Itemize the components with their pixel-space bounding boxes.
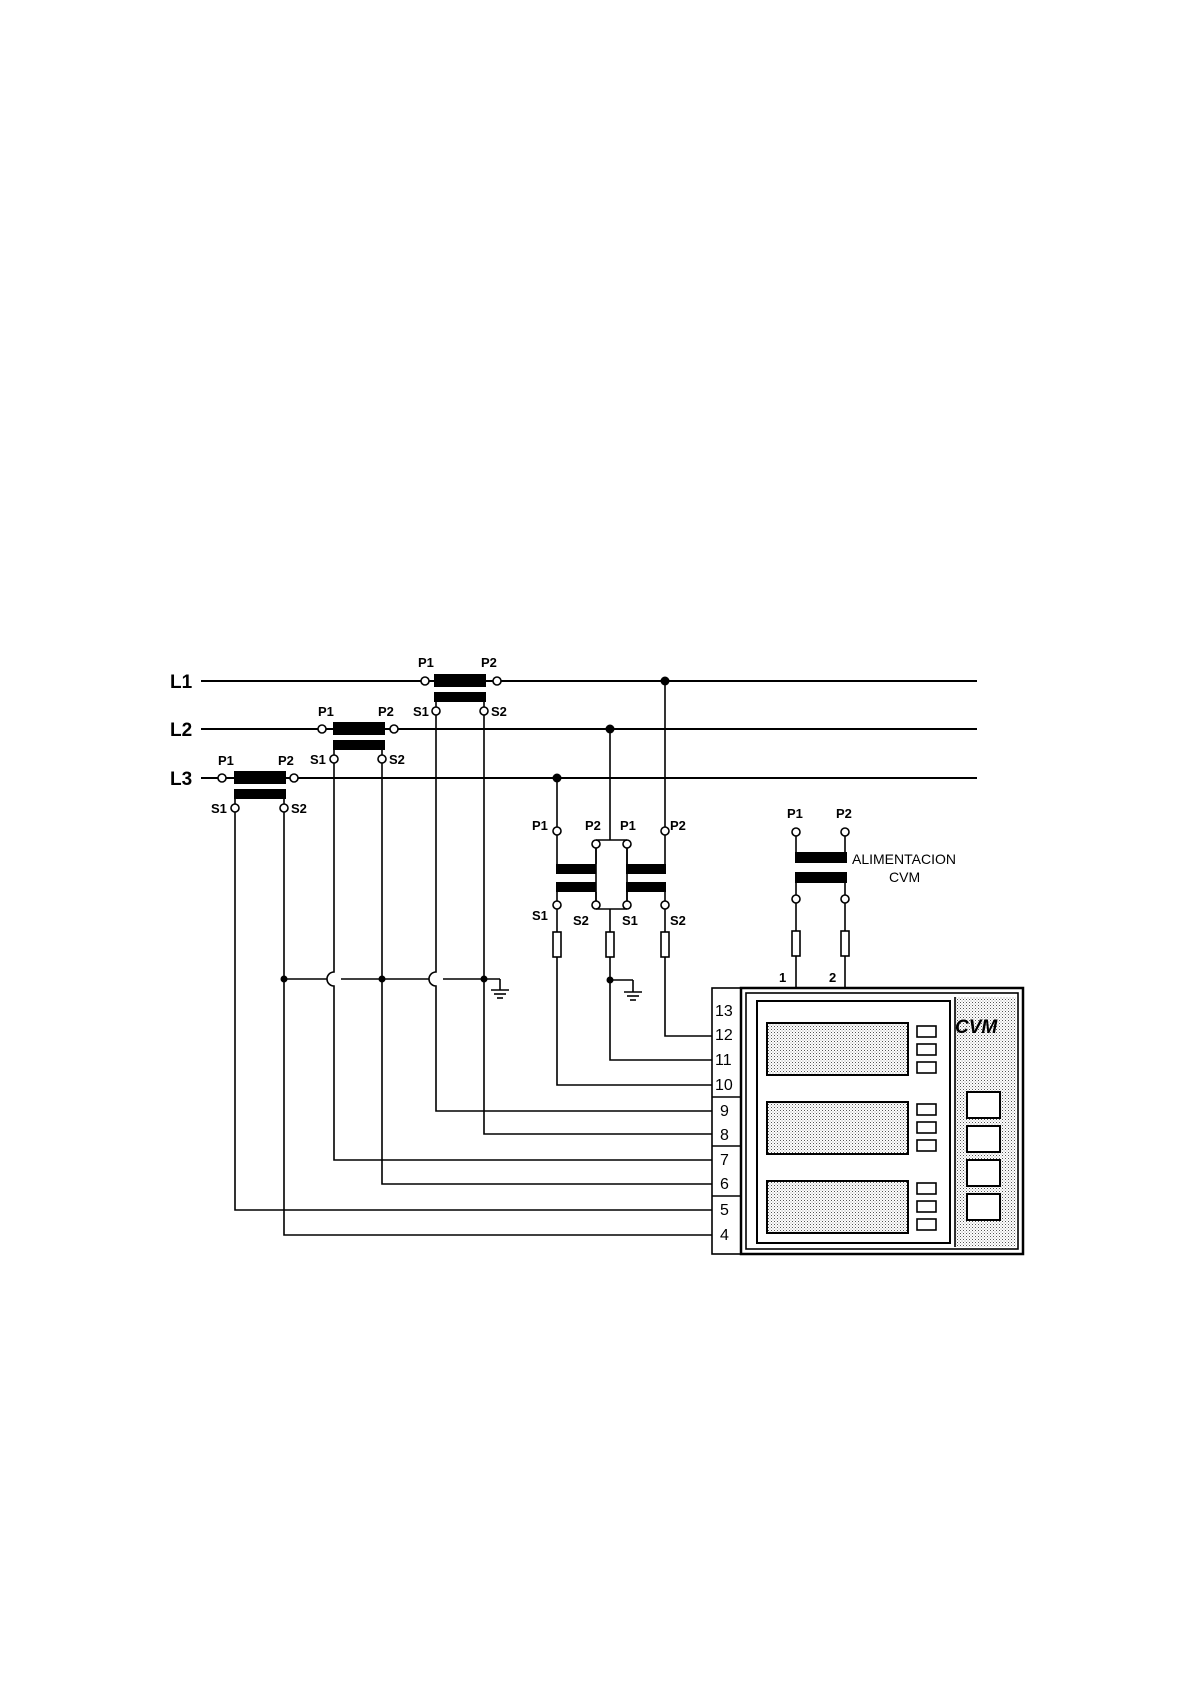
terminal-s1 (432, 707, 440, 715)
cvm-device: CVM (741, 988, 1023, 1254)
keypad-button-1 (967, 1092, 1000, 1118)
label-p2: P2 (481, 655, 497, 670)
supply-terminal-2: 2 (829, 970, 836, 985)
supply-label-line1: ALIMENTACION (852, 851, 956, 867)
terminal-8: 8 (720, 1127, 729, 1144)
terminal-s1 (792, 895, 800, 903)
label-s1: S1 (310, 752, 326, 767)
terminal-p2 (841, 828, 849, 836)
current-transformer-l2: P1 P2 S1 S2 (310, 704, 405, 767)
label-p2: P2 (836, 806, 852, 821)
keypad-button-2 (967, 1126, 1000, 1152)
ground-icon (624, 992, 642, 1000)
keypad-button-3 (967, 1160, 1000, 1186)
terminal-p1 (318, 725, 326, 733)
terminal-p2 (661, 827, 669, 835)
label-s1: S1 (413, 704, 429, 719)
label-s1: S1 (622, 913, 638, 928)
supply-label-line2: CVM (889, 869, 920, 885)
terminal-s2 (378, 755, 386, 763)
label-s2: S2 (291, 801, 307, 816)
label-s1: S1 (211, 801, 227, 816)
current-transformer-l1: P1 P2 S1 S2 (413, 655, 507, 719)
terminal-4: 4 (720, 1227, 729, 1244)
terminal-10: 10 (715, 1077, 733, 1094)
display-3 (767, 1181, 908, 1233)
terminal-13: 13 (715, 1003, 733, 1020)
terminal-p1 (421, 677, 429, 685)
label-p1: P1 (532, 818, 548, 833)
terminal-p1 (623, 840, 631, 848)
label-p2: P2 (378, 704, 394, 719)
label-s2: S2 (491, 704, 507, 719)
line-label-l2: L2 (170, 720, 192, 741)
label-p1: P1 (318, 704, 334, 719)
terminal-p1 (792, 828, 800, 836)
ct-secondary-wiring (235, 715, 712, 1235)
terminal-s2 (480, 707, 488, 715)
label-s2: S2 (389, 752, 405, 767)
fuse-icon (553, 932, 561, 957)
current-transformer-l3: P1 P2 S1 S2 (211, 753, 307, 816)
label-s2: S2 (670, 913, 686, 928)
terminal-block: 13 12 11 10 9 8 7 6 5 4 (712, 988, 741, 1254)
supply-transformer: P1 P2 ALIMENTACION CVM 1 2 (779, 806, 956, 988)
label-p1: P1 (620, 818, 636, 833)
display-2 (767, 1102, 908, 1154)
terminal-p1 (218, 774, 226, 782)
line-l2: L2 (170, 720, 977, 741)
line-l1: L1 (170, 672, 977, 693)
terminal-s2 (592, 901, 600, 909)
terminal-p1 (553, 827, 561, 835)
fuse-icon (841, 931, 849, 956)
label-p2: P2 (278, 753, 294, 768)
label-p2: P2 (585, 818, 601, 833)
fuse-icon (661, 932, 669, 957)
terminal-s2 (280, 804, 288, 812)
terminal-5: 5 (720, 1202, 729, 1219)
terminal-11: 11 (715, 1052, 732, 1069)
terminal-6: 6 (720, 1176, 729, 1193)
label-p1: P1 (218, 753, 234, 768)
terminal-p2 (290, 774, 298, 782)
label-p1: P1 (787, 806, 803, 821)
device-brand: CVM (955, 1017, 998, 1038)
terminal-p2 (592, 840, 600, 848)
terminal-p2 (390, 725, 398, 733)
label-p1: P1 (418, 655, 434, 670)
line-label-l3: L3 (170, 769, 192, 790)
supply-terminal-1: 1 (779, 970, 786, 985)
terminal-9: 9 (720, 1103, 729, 1120)
fuse-icon (606, 932, 614, 957)
fuse-icon (792, 931, 800, 956)
label-s1: S1 (532, 908, 548, 923)
terminal-12: 12 (715, 1027, 733, 1044)
line-label-l1: L1 (170, 672, 193, 693)
terminal-s1 (231, 804, 239, 812)
terminal-7: 7 (720, 1152, 729, 1169)
terminal-s1 (330, 755, 338, 763)
terminal-s2 (661, 901, 669, 909)
display-1 (767, 1023, 908, 1075)
label-s2: S2 (573, 913, 589, 928)
keypad-button-4 (967, 1194, 1000, 1220)
terminal-s1 (553, 901, 561, 909)
ground-icon (491, 990, 509, 998)
terminal-s2 (841, 895, 849, 903)
label-p2: P2 (670, 818, 686, 833)
terminal-s1 (623, 901, 631, 909)
voltage-transformers: P1 P2 P1 P2 S1 S2 S1 S2 (532, 677, 712, 1086)
terminal-p2 (493, 677, 501, 685)
